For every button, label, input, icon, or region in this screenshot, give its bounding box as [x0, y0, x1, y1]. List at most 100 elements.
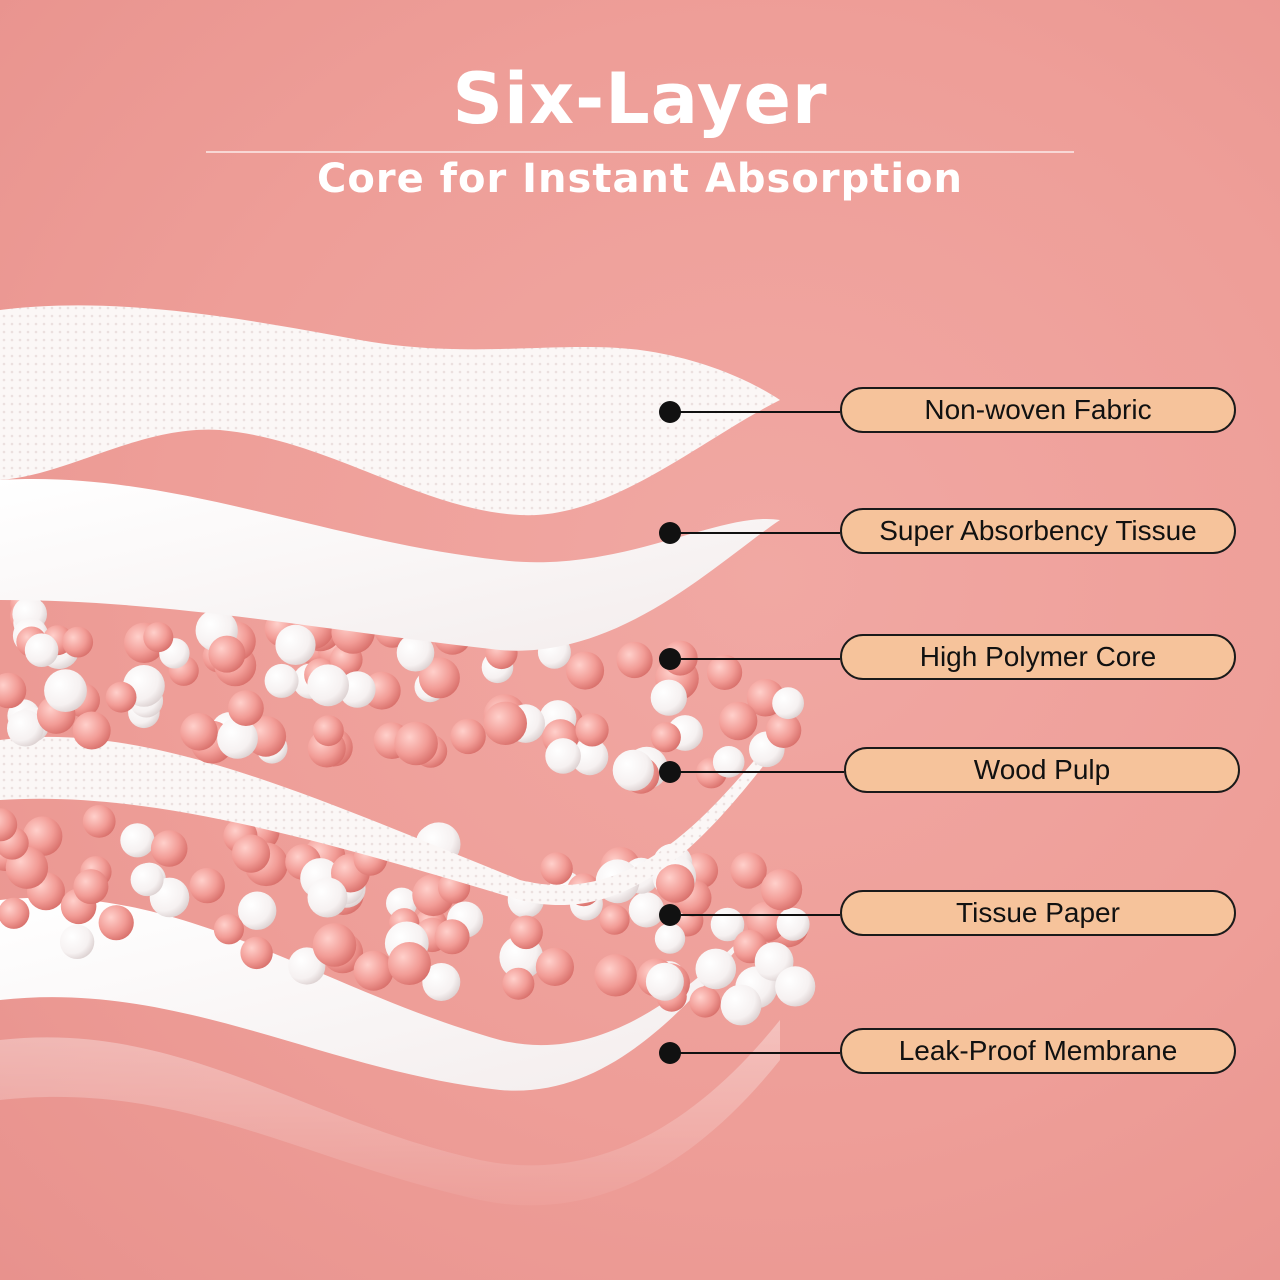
polymer-bead	[353, 950, 394, 991]
layer-label-row: Wood Pulp	[0, 747, 1280, 797]
polymer-bead	[231, 834, 271, 873]
polymer-bead	[599, 904, 630, 935]
polymer-bead	[73, 869, 109, 905]
polymer-bead	[264, 663, 299, 698]
polymer-bead	[594, 954, 637, 997]
polymer-bead	[616, 641, 653, 679]
polymer-bead	[213, 914, 244, 945]
layer-label-pill: Non-woven Fabric	[840, 387, 1236, 433]
polymer-bead	[689, 986, 721, 1018]
connector-line	[670, 532, 840, 534]
polymer-bead	[0, 672, 27, 709]
polymer-bead	[422, 963, 461, 1001]
polymer-bead	[450, 718, 486, 755]
polymer-bead	[238, 891, 277, 930]
polymer-bead	[695, 948, 737, 990]
polymer-bead	[483, 701, 527, 745]
polymer-bead	[720, 984, 762, 1026]
layer-label-row: Leak-Proof Membrane	[0, 1028, 1280, 1078]
pointer-dot	[659, 1042, 681, 1064]
title-divider	[206, 151, 1074, 153]
polymer-bead	[387, 942, 431, 985]
polymer-bead	[566, 651, 605, 690]
layer-sheet-leak-proof-membrane	[0, 1020, 780, 1206]
polymer-bead	[760, 868, 803, 911]
polymer-bead	[509, 915, 543, 950]
polymer-bead	[0, 897, 30, 929]
connector-line	[670, 1052, 840, 1054]
polymer-bead	[313, 715, 344, 747]
polymer-bead	[575, 713, 609, 747]
pointer-dot	[659, 904, 681, 926]
polymer-bead	[143, 622, 174, 653]
polymer-bead	[130, 863, 164, 897]
polymer-bead	[312, 923, 357, 967]
polymer-bead	[730, 852, 767, 889]
polymer-bead	[275, 624, 316, 666]
polymer-bead	[82, 805, 116, 838]
polymer-bead	[307, 877, 348, 918]
polymer-bead	[120, 823, 155, 858]
connector-line	[670, 658, 840, 660]
polymer-bead	[612, 749, 654, 791]
polymer-bead	[396, 633, 435, 672]
connector-line	[670, 914, 840, 916]
layer-label-pill: High Polymer Core	[840, 634, 1236, 680]
polymer-bead	[772, 687, 804, 720]
polymer-bead	[775, 966, 816, 1007]
polymer-bead	[628, 892, 665, 928]
polymer-bead	[62, 626, 94, 658]
polymer-bead	[645, 962, 684, 1001]
pointer-dot	[659, 522, 681, 544]
layer-label-pill: Super Absorbency Tissue	[840, 508, 1236, 554]
pointer-dot	[659, 761, 681, 783]
polymer-bead	[0, 808, 18, 842]
layer-label-pill: Leak-Proof Membrane	[840, 1028, 1236, 1074]
polymer-bead	[228, 690, 264, 726]
polymer-bead	[208, 635, 246, 673]
polymer-bead	[59, 924, 95, 959]
polymer-bead	[418, 657, 460, 699]
pointer-dot	[659, 648, 681, 670]
page-title: Six-Layer	[452, 58, 828, 140]
connector-line	[670, 771, 844, 773]
layer-sheet-wood-pulp	[0, 730, 780, 906]
polymer-bead	[719, 701, 758, 741]
polymer-bead	[72, 711, 111, 750]
polymer-bead	[44, 669, 87, 712]
polymer-bead	[394, 721, 438, 766]
layer-label-pill: Wood Pulp	[844, 747, 1240, 793]
layer-sheet-non-woven-fabric	[0, 305, 780, 516]
layer-label-row: Tissue Paper	[0, 890, 1280, 940]
connector-line	[670, 411, 840, 413]
polymer-bead	[707, 654, 743, 691]
layer-sheet-super-absorbency-tissue	[0, 479, 780, 651]
polymer-bead	[24, 633, 59, 667]
polymer-bead	[654, 923, 686, 954]
polymer-bead	[434, 919, 470, 955]
pointer-dot	[659, 401, 681, 423]
polymer-bead	[502, 967, 535, 1000]
polymer-bead	[240, 936, 273, 970]
polymer-bead	[7, 709, 44, 747]
polymer-bead	[712, 746, 745, 778]
layer-label-row: High Polymer Core	[0, 634, 1280, 684]
polymer-bead	[540, 852, 573, 885]
polymer-bead	[545, 738, 581, 774]
polymer-bead	[217, 718, 258, 759]
layer-label-row: Super Absorbency Tissue	[0, 508, 1280, 558]
polymer-bead	[650, 722, 681, 753]
polymer-bead	[307, 664, 349, 707]
polymer-bead	[180, 713, 218, 751]
polymer-bead	[150, 830, 188, 867]
page-subtitle: Core for Instant Absorption	[317, 156, 963, 202]
polymer-bead	[22, 816, 63, 856]
polymer-bead	[650, 679, 687, 716]
layer-label-pill: Tissue Paper	[840, 890, 1236, 936]
polymer-bead	[535, 947, 575, 987]
layer-label-row: Non-woven Fabric	[0, 387, 1280, 437]
polymer-bead	[765, 712, 802, 748]
polymer-bead	[571, 738, 609, 776]
polymer-bead	[710, 907, 745, 942]
